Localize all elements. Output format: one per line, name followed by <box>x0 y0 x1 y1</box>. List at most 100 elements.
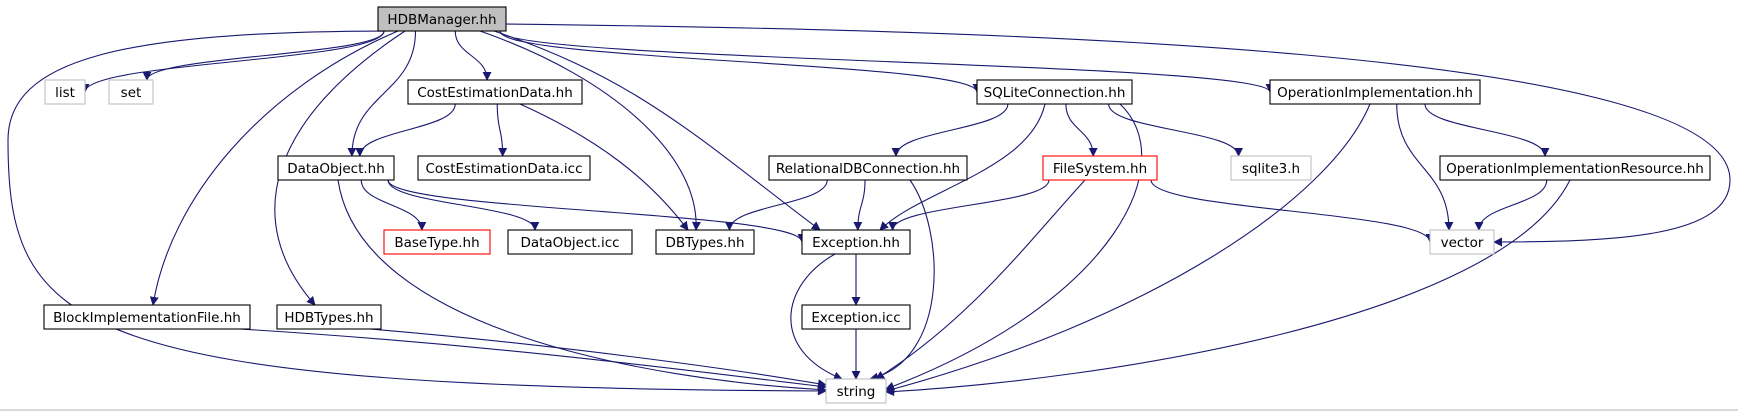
node-label: Exception.hh <box>812 235 900 251</box>
edge-hdbmanager-to-string <box>7 30 827 396</box>
edge-reldb-to-exception <box>853 179 866 231</box>
node-box <box>801 304 911 330</box>
node-box <box>507 229 633 255</box>
edge-hdbmanager-to-blockimpl <box>149 30 399 306</box>
node-label: BaseType.hh <box>394 235 479 251</box>
node-vector: vector <box>1429 229 1495 255</box>
node-label: list <box>55 85 75 101</box>
bottom-rule <box>0 409 1738 411</box>
node-exception-icc[interactable]: Exception.icc <box>801 304 911 330</box>
node-basetype-hh[interactable]: BaseType.hh <box>383 229 491 255</box>
node-exception-hh[interactable]: Exception.hh <box>801 229 911 255</box>
node-blockimplementationfile-hh[interactable]: BlockImplementationFile.hh <box>43 304 251 330</box>
node-label: CostEstimationData.icc <box>425 161 582 177</box>
node-box <box>417 155 591 181</box>
node-box <box>976 79 1133 105</box>
node-label: HDBManager.hh <box>387 12 496 28</box>
edge-exception-to-string <box>790 253 843 381</box>
edge-dataobject-to-basetype <box>360 179 427 231</box>
edge-hdbmanager-to-dataobject <box>347 30 417 157</box>
node-box <box>801 229 911 255</box>
node-label: CostEstimationData.hh <box>417 85 573 101</box>
edge-dataobject-to-exception <box>387 179 807 243</box>
edge-hdbmanager-to-dbtypes <box>479 30 701 231</box>
node-label: OperationImplementation.hh <box>1277 85 1473 101</box>
node-box <box>407 79 583 105</box>
node-costestimationdata-hh[interactable]: CostEstimationData.hh <box>407 79 583 105</box>
edge-reldb-to-dbtypes <box>724 179 828 231</box>
node-label: FileSystem.hh <box>1053 161 1147 177</box>
edge-costest-to-dataobject <box>355 103 456 157</box>
node-hdbtypes-hh[interactable]: HDBTypes.hh <box>276 304 382 330</box>
node-box <box>43 304 251 330</box>
node-box <box>655 229 755 255</box>
node-label: SQLiteConnection.hh <box>984 85 1126 101</box>
node-label: DataObject.icc <box>520 235 619 251</box>
edge-sqlite-to-reldb <box>891 103 1009 157</box>
node-box <box>1429 229 1495 255</box>
node-list: list <box>44 79 86 105</box>
node-label: DBTypes.hh <box>665 235 744 251</box>
edges-layer <box>7 23 1731 397</box>
node-box <box>277 155 395 181</box>
node-box <box>44 79 86 105</box>
nodes-layer: HDBManager.hh list set CostEstimationDat… <box>43 6 1711 404</box>
edge-dataobject-to-dataobjicc <box>387 179 540 231</box>
node-filesystem-hh[interactable]: FileSystem.hh <box>1042 155 1158 181</box>
node-set: set <box>108 79 154 105</box>
edge-filesystem-to-vector <box>1150 179 1435 243</box>
node-relationaldbconnection-hh[interactable]: RelationalDBConnection.hh <box>768 155 968 181</box>
node-sqliteconnection-hh[interactable]: SQLiteConnection.hh <box>976 79 1133 105</box>
node-box <box>108 79 154 105</box>
node-box <box>276 304 382 330</box>
edge-opimpl-to-opimplres <box>1424 103 1550 157</box>
node-label: HDBTypes.hh <box>284 310 373 326</box>
node-box <box>825 378 887 404</box>
node-box <box>377 6 507 32</box>
edge-opimplres-to-vector <box>1474 179 1548 231</box>
node-hdbmanager[interactable]: HDBManager.hh <box>377 6 507 32</box>
edge-sqlite-to-filesystem <box>1065 103 1098 157</box>
edge-filesystem-to-string <box>875 179 1086 380</box>
node-box <box>1439 155 1711 181</box>
edge-hdbmanager-to-set <box>142 30 385 81</box>
edge-sqlite-to-string <box>885 103 1143 391</box>
node-box <box>1269 79 1481 105</box>
edge-blockimpl-to-string <box>239 328 827 391</box>
node-label: RelationalDBConnection.hh <box>776 161 960 177</box>
node-dbtypes-hh[interactable]: DBTypes.hh <box>655 229 755 255</box>
node-label: set <box>121 85 142 101</box>
edge-sqlite-to-exception <box>879 103 1046 231</box>
edge-sqlite-to-sqlite3 <box>1108 103 1243 157</box>
node-dataobject-icc[interactable]: DataObject.icc <box>507 229 633 255</box>
node-sqlite3-h: sqlite3.h <box>1230 155 1312 181</box>
node-label: BlockImplementationFile.hh <box>53 310 241 326</box>
edge-filesystem-to-exception <box>888 179 1050 231</box>
edge-reldb-to-string <box>869 179 935 382</box>
node-box <box>383 229 491 255</box>
edge-hdbtypes-to-string <box>369 328 827 389</box>
node-box <box>1042 155 1158 181</box>
node-box <box>1230 155 1312 181</box>
node-label: string <box>837 384 876 400</box>
edge-costest-to-dbtypes <box>519 103 689 231</box>
edge-opimpl-to-string <box>885 103 1371 394</box>
edge-hdbmanager-to-vector <box>505 23 1731 247</box>
edge-opimpl-to-vector <box>1396 103 1454 231</box>
node-box <box>768 155 968 181</box>
node-label: vector <box>1441 235 1484 251</box>
edge-costest-to-costesticc <box>496 103 508 157</box>
node-label: sqlite3.h <box>1242 161 1300 177</box>
node-label: Exception.icc <box>811 310 900 326</box>
node-operationimplementationresource-hh[interactable]: OperationImplementationResource.hh <box>1439 155 1711 181</box>
node-string: string <box>825 378 887 404</box>
node-costestimationdata-icc[interactable]: CostEstimationData.icc <box>417 155 591 181</box>
edge-opimplres-to-string <box>885 179 1571 397</box>
edge-hdbmanager-to-costest <box>454 30 492 81</box>
node-label: DataObject.hh <box>287 161 385 177</box>
node-dataobject-hh[interactable]: DataObject.hh <box>277 155 395 181</box>
edge-dataobject-to-string <box>337 179 827 395</box>
edge-hdbmanager-to-exception <box>493 30 821 231</box>
node-operationimplementation-hh[interactable]: OperationImplementation.hh <box>1269 79 1481 105</box>
